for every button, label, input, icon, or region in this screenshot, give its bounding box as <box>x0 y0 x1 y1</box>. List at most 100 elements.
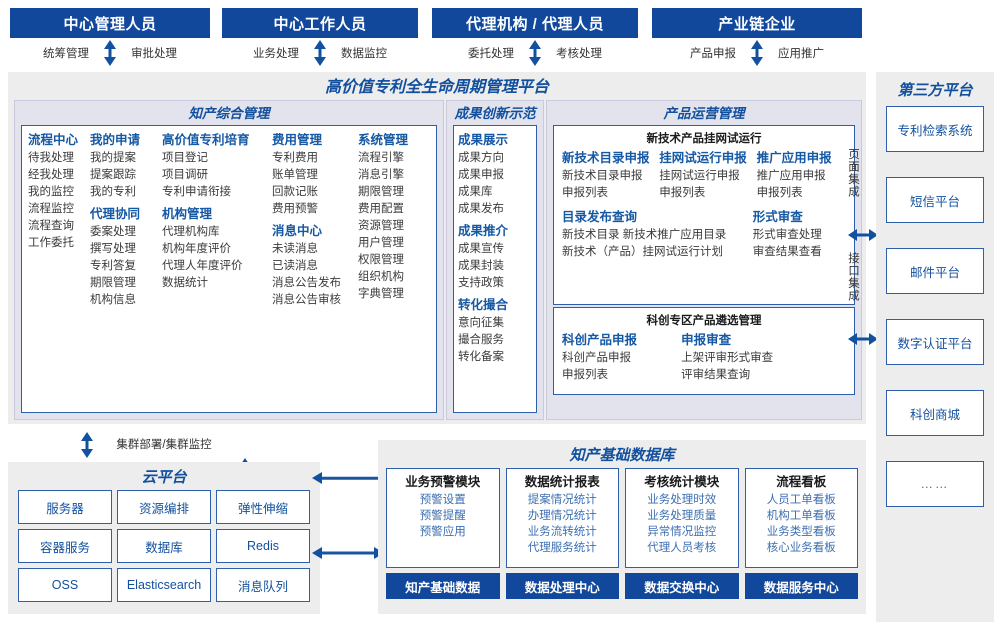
menu-item[interactable]: 提案跟踪 <box>90 169 136 181</box>
menu-heading[interactable]: 高价值专利培育 <box>162 133 250 147</box>
menu-item[interactable]: 形式审查处理 <box>752 229 822 241</box>
cloud-service-5[interactable]: Redis <box>216 529 310 563</box>
kdb-bar-0[interactable]: 知产基础数据 <box>386 573 500 599</box>
menu-item[interactable]: 成果库 <box>458 186 493 198</box>
kdb-bar-1[interactable]: 数据处理中心 <box>505 573 619 599</box>
kdb-card-item[interactable]: 提案情况统计 <box>527 494 597 506</box>
menu-item[interactable]: 机构信息 <box>90 294 136 306</box>
third-party-item-1[interactable]: 短信平台 <box>886 177 984 223</box>
menu-heading[interactable]: 流程中心 <box>28 133 79 147</box>
menu-item[interactable]: 我的提案 <box>90 152 136 164</box>
menu-item[interactable]: 转化备案 <box>458 351 504 363</box>
menu-item[interactable]: 账单管理 <box>272 169 318 181</box>
menu-heading[interactable]: 目录发布查询 <box>562 210 638 224</box>
menu-item[interactable]: 工作委托 <box>28 237 74 249</box>
role-action-left-2[interactable]: 委托处理 <box>468 48 514 60</box>
role-title-2[interactable]: 代理机构 / 代理人员 <box>432 8 638 38</box>
kdb-card-item[interactable]: 代理人员考核 <box>647 542 717 554</box>
menu-item[interactable]: 消息公告发布 <box>272 277 341 289</box>
menu-heading[interactable]: 费用管理 <box>272 133 323 147</box>
menu-item[interactable]: 新技术目录申报 <box>562 170 643 182</box>
menu-item[interactable]: 流程监控 <box>28 203 74 215</box>
menu-item[interactable]: 经我处理 <box>28 169 74 181</box>
kdb-card-item[interactable]: 异常情况监控 <box>647 526 717 538</box>
cloud-service-1[interactable]: 资源编排 <box>117 490 211 524</box>
menu-item[interactable]: 专利申请衔接 <box>162 186 231 198</box>
menu-item[interactable]: 科创产品申报 <box>562 352 631 364</box>
kdb-card-item[interactable]: 业务处理时效 <box>647 494 717 506</box>
menu-item[interactable]: 专利费用 <box>272 152 318 164</box>
menu-heading[interactable]: 推广应用申报 <box>756 151 832 165</box>
kdb-card-item[interactable]: 业务流转统计 <box>527 526 597 538</box>
menu-item[interactable]: 期限管理 <box>90 277 136 289</box>
menu-item[interactable]: 申报列表 <box>562 369 608 381</box>
menu-item[interactable]: 我的专利 <box>90 186 136 198</box>
role-action-right-2[interactable]: 考核处理 <box>556 48 602 60</box>
role-action-left-0[interactable]: 统筹管理 <box>43 48 89 60</box>
kdb-card-item[interactable]: 预警设置 <box>419 494 466 506</box>
menu-heading[interactable]: 申报审查 <box>681 333 732 347</box>
menu-heading[interactable]: 系统管理 <box>358 133 409 147</box>
menu-item[interactable]: 撰写处理 <box>90 243 136 255</box>
third-party-item-5[interactable]: …… <box>886 461 984 507</box>
menu-heading[interactable]: 成果推介 <box>458 224 509 238</box>
menu-heading[interactable]: 机构管理 <box>162 207 213 221</box>
menu-heading[interactable]: 挂网试运行申报 <box>659 151 747 165</box>
menu-heading[interactable]: 新技术目录申报 <box>562 151 650 165</box>
role-action-right-0[interactable]: 审批处理 <box>131 48 177 60</box>
kdb-card-item[interactable]: 业务处理质量 <box>647 510 717 522</box>
menu-item[interactable]: 资源管理 <box>358 220 404 232</box>
cloud-service-7[interactable]: Elasticsearch <box>117 568 211 602</box>
menu-item[interactable]: 代理人年度评价 <box>162 260 243 272</box>
menu-item[interactable]: 项目登记 <box>162 152 208 164</box>
menu-heading[interactable]: 成果展示 <box>458 133 509 147</box>
menu-item[interactable]: 成果方向 <box>458 152 504 164</box>
menu-item[interactable]: 费用配置 <box>358 203 404 215</box>
menu-item[interactable]: 回款记账 <box>272 186 318 198</box>
cloud-service-2[interactable]: 弹性伸缩 <box>216 490 310 524</box>
menu-item[interactable]: 期限管理 <box>358 186 404 198</box>
menu-item[interactable]: 上架评审形式审查 <box>681 352 774 364</box>
menu-item[interactable]: 申报列表 <box>562 187 608 199</box>
menu-item[interactable]: 字典管理 <box>358 288 404 300</box>
kdb-card-item[interactable]: 代理服务统计 <box>527 542 597 554</box>
menu-item[interactable]: 待我处理 <box>28 152 74 164</box>
role-action-left-1[interactable]: 业务处理 <box>253 48 299 60</box>
menu-item[interactable]: 未读消息 <box>272 243 318 255</box>
menu-item[interactable]: 费用预警 <box>272 203 318 215</box>
third-party-item-3[interactable]: 数字认证平台 <box>886 319 984 365</box>
menu-item[interactable]: 机构年度评价 <box>162 243 231 255</box>
cloud-service-6[interactable]: OSS <box>18 568 112 602</box>
menu-item[interactable]: 支持政策 <box>458 277 504 289</box>
menu-item[interactable]: 消息公告审核 <box>272 294 341 306</box>
menu-item[interactable]: 申报列表 <box>659 187 706 199</box>
kdb-card-item[interactable]: 人员工单看板 <box>766 494 836 506</box>
menu-item[interactable]: 成果封装 <box>458 260 504 272</box>
menu-item[interactable]: 我的监控 <box>28 186 74 198</box>
menu-item[interactable]: 专利答复 <box>90 260 136 272</box>
menu-item[interactable]: 推广应用申报 <box>756 170 826 182</box>
third-party-item-4[interactable]: 科创商城 <box>886 390 984 436</box>
menu-item[interactable]: 流程查询 <box>28 220 74 232</box>
role-title-0[interactable]: 中心管理人员 <box>10 8 210 38</box>
menu-item[interactable]: 数据统计 <box>162 277 208 289</box>
menu-item[interactable]: 组织机构 <box>358 271 404 283</box>
menu-item[interactable]: 用户管理 <box>358 237 404 249</box>
kdb-card-item[interactable]: 预警应用 <box>419 526 466 538</box>
menu-item[interactable]: 审查结果查看 <box>752 246 822 258</box>
role-action-right-3[interactable]: 应用推广 <box>778 48 824 60</box>
menu-item[interactable]: 成果申报 <box>458 169 504 181</box>
menu-item[interactable]: 项目调研 <box>162 169 208 181</box>
role-action-right-1[interactable]: 数据监控 <box>341 48 387 60</box>
cloud-service-3[interactable]: 容器服务 <box>18 529 112 563</box>
menu-item[interactable]: 委案处理 <box>90 226 136 238</box>
menu-heading[interactable]: 我的申请 <box>90 133 141 147</box>
menu-heading[interactable]: 形式审查 <box>752 210 803 224</box>
menu-item[interactable]: 消息引擎 <box>358 169 404 181</box>
menu-item[interactable]: 挂网试运行申报 <box>659 170 740 182</box>
cloud-service-8[interactable]: 消息队列 <box>216 568 310 602</box>
menu-heading[interactable]: 科创产品申报 <box>562 333 638 347</box>
menu-item[interactable]: 权限管理 <box>358 254 404 266</box>
third-party-item-2[interactable]: 邮件平台 <box>886 248 984 294</box>
kdb-bar-2[interactable]: 数据交换中心 <box>625 573 739 599</box>
